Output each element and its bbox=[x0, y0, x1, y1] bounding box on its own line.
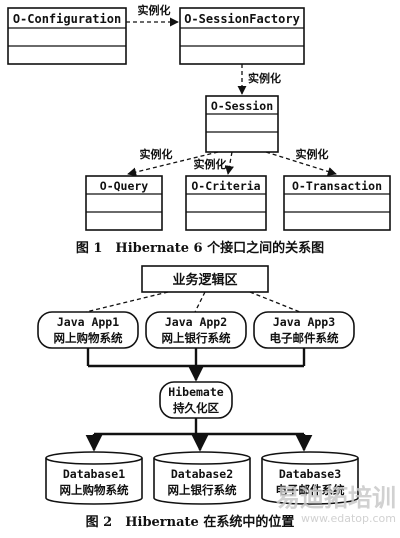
edge-label-3: 实例化 bbox=[140, 147, 173, 161]
class-name-session: O-Session bbox=[211, 99, 273, 113]
figure-2: 业务逻辑区 Java App1 网上购物系统 Java App2 网上银行系统 … bbox=[37, 265, 359, 530]
edge-session-to-transaction bbox=[265, 151, 337, 176]
database-node-3: Database3 电子邮件系统 bbox=[261, 451, 359, 505]
edge-session-to-query bbox=[127, 151, 219, 177]
app-3-desc: 电子邮件系统 bbox=[270, 331, 339, 345]
class-name-transaction: O-Transaction bbox=[292, 179, 382, 193]
database-node-2: Database2 网上银行系统 bbox=[153, 451, 251, 505]
db-bus bbox=[85, 418, 313, 452]
hibernate-node: Hibemate 持久化区 bbox=[159, 381, 233, 419]
edge-label-4: 实例化 bbox=[194, 157, 227, 171]
business-logic-label: 业务逻辑区 bbox=[172, 272, 237, 288]
watermark: 易迪拓培训 www.edatop.com bbox=[276, 484, 396, 525]
figure-2-caption: 图 2 Hibernate 在系统中的位置 bbox=[86, 514, 295, 530]
app-node-1: Java App1 网上购物系统 bbox=[37, 311, 139, 349]
edge-session-to-criteria bbox=[224, 151, 234, 175]
app-3-name: Java App3 bbox=[273, 315, 335, 329]
class-box-criteria: O-Criteria bbox=[185, 175, 267, 231]
apps-bus bbox=[86, 348, 306, 382]
app-1-name: Java App1 bbox=[57, 315, 119, 329]
database-3-desc: 电子邮件系统 bbox=[276, 483, 345, 497]
edge-logic-to-app2 bbox=[194, 291, 206, 313]
edge-label-5: 实例化 bbox=[296, 147, 329, 161]
class-box-query: O-Query bbox=[85, 175, 163, 231]
class-name-criteria: O-Criteria bbox=[191, 179, 260, 193]
class-box-session: O-Session bbox=[205, 95, 279, 153]
edge-logic-to-app3 bbox=[249, 291, 301, 313]
edge-label-2: 实例化 bbox=[248, 71, 281, 85]
watermark-brand: 易迪拓培训 bbox=[276, 484, 396, 512]
app-node-3: Java App3 电子邮件系统 bbox=[253, 311, 355, 349]
class-box-configuration: O-Configuration bbox=[7, 7, 127, 65]
app-node-2: Java App2 网上银行系统 bbox=[145, 311, 247, 349]
edge-label-1: 实例化 bbox=[138, 3, 171, 17]
app-1-desc: 网上购物系统 bbox=[54, 331, 123, 345]
database-1-desc: 网上购物系统 bbox=[60, 483, 129, 497]
class-name-query: O-Query bbox=[100, 179, 149, 193]
class-box-transaction: O-Transaction bbox=[283, 175, 391, 231]
class-name-session-factory: O-SessionFactory bbox=[184, 12, 300, 26]
database-2-name: Database2 bbox=[171, 467, 233, 481]
app-2-desc: 网上银行系统 bbox=[162, 331, 231, 345]
database-node-1: Database1 网上购物系统 bbox=[45, 451, 143, 505]
class-name-configuration: O-Configuration bbox=[13, 12, 121, 26]
figure-1-caption: 图 1 Hibernate 6 个接口之间的关系图 bbox=[76, 240, 324, 256]
hibernate-name: Hibemate bbox=[168, 385, 223, 399]
database-2-desc: 网上银行系统 bbox=[168, 483, 237, 497]
class-box-session-factory: O-SessionFactory bbox=[179, 7, 305, 65]
hibernate-desc: 持久化区 bbox=[173, 401, 219, 415]
edge-logic-to-app1 bbox=[85, 291, 169, 313]
database-1-name: Database1 bbox=[63, 467, 125, 481]
watermark-url: www.edatop.com bbox=[301, 512, 396, 525]
app-2-name: Java App2 bbox=[165, 315, 227, 329]
database-3-name: Database3 bbox=[279, 467, 341, 481]
figure-1: O-Configuration O-SessionFactory 实例化 实例化… bbox=[7, 3, 391, 256]
business-logic-box: 业务逻辑区 bbox=[141, 265, 269, 293]
